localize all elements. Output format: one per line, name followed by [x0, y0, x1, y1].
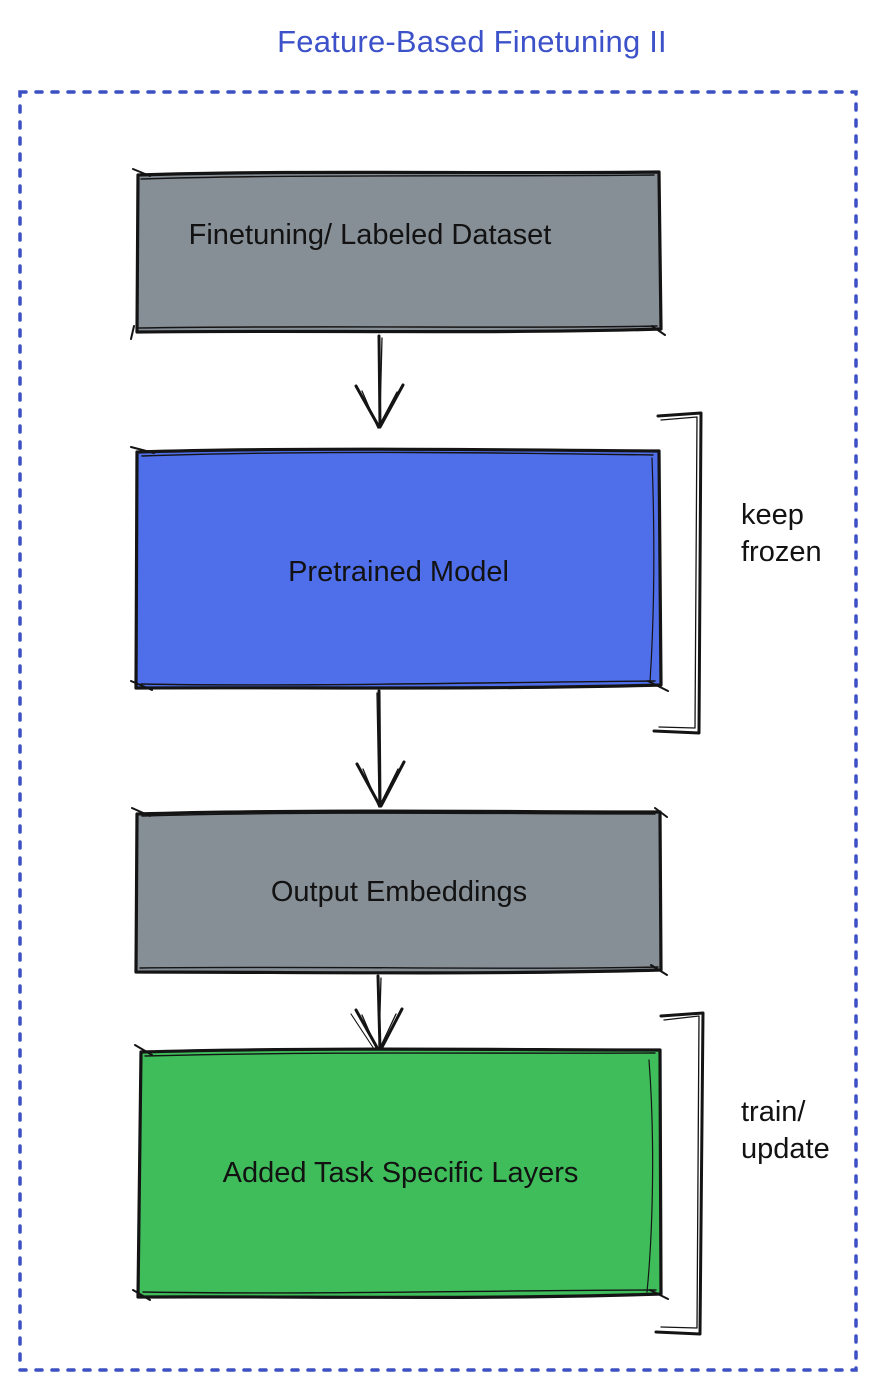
box-pretrained-model: [130, 446, 669, 692]
dashed-frame: [18, 90, 858, 1372]
diagram-title: Feature-Based Finetuning II: [277, 24, 667, 59]
bracket-keep-frozen: [652, 411, 703, 735]
arrow-embeddings-to-layers: [350, 974, 404, 1053]
box-finetuning-dataset: [130, 168, 666, 340]
arrow-model-to-embeddings: [355, 689, 406, 808]
arrow-dataset-to-model: [354, 334, 405, 429]
bracket-train-update: [654, 1011, 705, 1336]
box-added-task-layers: [132, 1044, 669, 1301]
box-output-embeddings: [131, 807, 668, 976]
